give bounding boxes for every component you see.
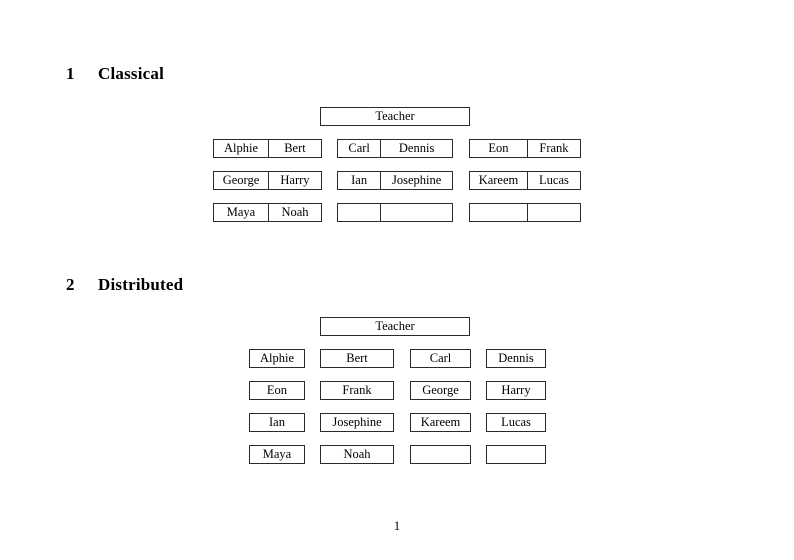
section-heading-distributed: 2 Distributed	[66, 275, 183, 295]
pair-group: Ian Josephine	[337, 171, 453, 190]
node-cell: Harry	[267, 172, 321, 189]
node-box: Kareem	[410, 413, 471, 432]
node-box: Noah	[320, 445, 394, 464]
pair-group: Alphie Bert	[213, 139, 322, 158]
node-cell: Josephine	[380, 172, 452, 189]
pair-group: George Harry	[213, 171, 322, 190]
node-cell: Frank	[526, 140, 580, 157]
node-box: Ian	[249, 413, 305, 432]
section-number: 2	[66, 275, 75, 294]
pair-group: Carl Dennis	[337, 139, 453, 158]
node-box: Alphie	[249, 349, 305, 368]
page-number: 1	[393, 519, 401, 533]
node-cell: Bert	[267, 140, 321, 157]
node-cell: Dennis	[380, 140, 452, 157]
node-box: Dennis	[486, 349, 546, 368]
node-box-empty	[486, 445, 546, 464]
node-box: Harry	[486, 381, 546, 400]
node-box: Bert	[320, 349, 394, 368]
teacher-box-classical: Teacher	[320, 107, 470, 126]
node-cell-empty	[470, 204, 527, 221]
node-cell-empty	[338, 204, 380, 221]
node-box: Eon	[249, 381, 305, 400]
pair-group-empty	[337, 203, 453, 222]
node-cell-empty	[380, 204, 452, 221]
node-cell: Noah	[267, 204, 321, 221]
node-cell: Maya	[226, 205, 256, 219]
node-box: Lucas	[486, 413, 546, 432]
teacher-box-distributed: Teacher	[320, 317, 470, 336]
section-number: 1	[66, 64, 75, 83]
node-cell: Alphie	[223, 141, 258, 155]
node-box: George	[410, 381, 471, 400]
node-cell: Ian	[351, 173, 368, 187]
pair-group: Eon Frank	[469, 139, 581, 158]
pair-group: Maya Noah	[213, 203, 322, 222]
node-box: Frank	[320, 381, 394, 400]
node-box-empty	[410, 445, 471, 464]
node-cell: George	[222, 173, 260, 187]
node-cell: Carl	[348, 141, 370, 155]
node-box: Carl	[410, 349, 471, 368]
section-title: Classical	[98, 64, 165, 83]
node-box: Josephine	[320, 413, 394, 432]
node-cell: Eon	[488, 141, 509, 155]
pair-group: Kareem Lucas	[469, 171, 581, 190]
section-title: Distributed	[98, 275, 184, 294]
node-box: Maya	[249, 445, 305, 464]
node-cell: Kareem	[478, 173, 519, 187]
pair-group-empty	[469, 203, 581, 222]
node-cell-empty	[526, 204, 580, 221]
section-heading-classical: 1 Classical	[66, 64, 164, 84]
node-cell: Lucas	[526, 172, 580, 189]
